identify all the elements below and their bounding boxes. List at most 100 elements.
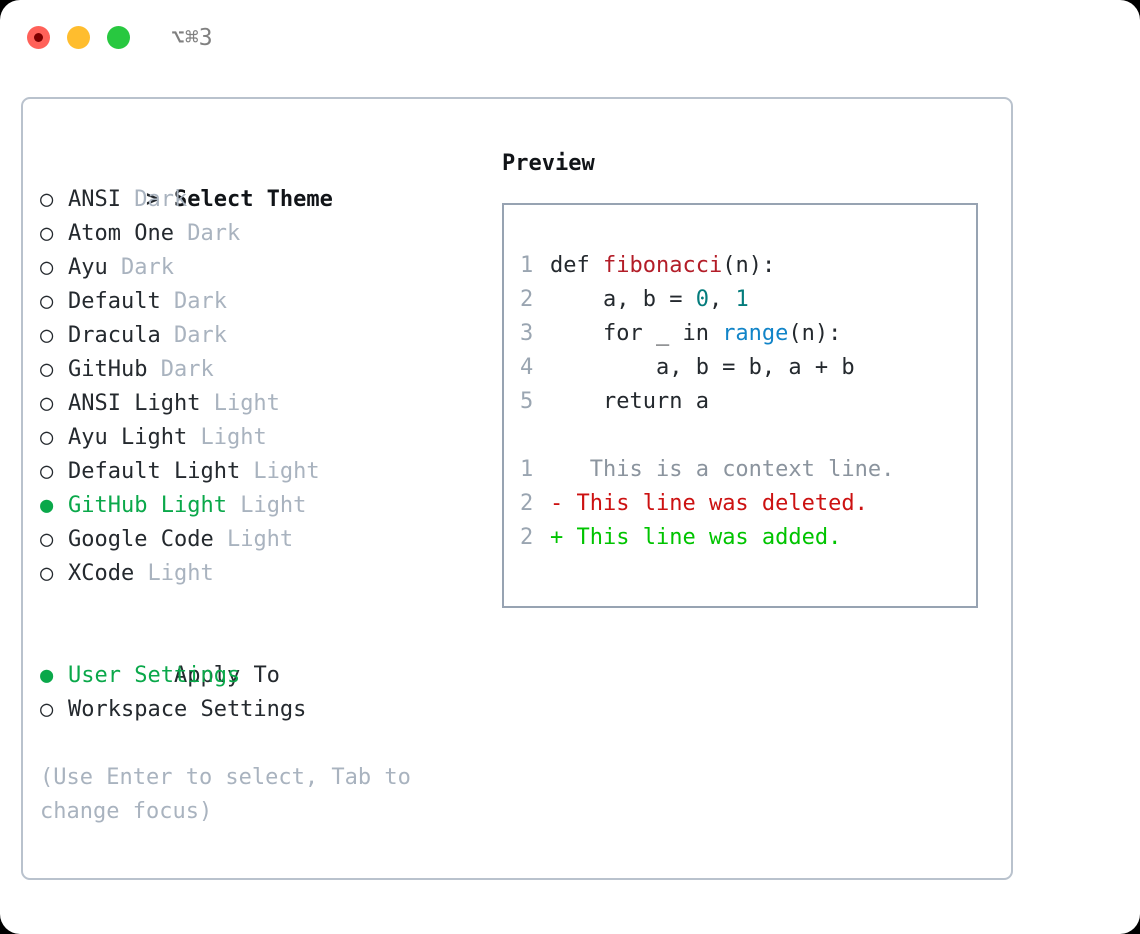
theme-variant-tag: Light <box>226 493 307 518</box>
diff-line-number: 2 <box>520 525 534 550</box>
code-line: 4 a, b = b, a + b <box>520 351 976 385</box>
diff-line-number: 1 <box>520 457 534 482</box>
theme-list-item[interactable]: ○XCode Light <box>40 557 470 591</box>
radio-selected-icon[interactable]: ● <box>40 493 54 518</box>
code-token-plain: , <box>708 287 736 312</box>
radio-unselected-icon[interactable]: ○ <box>40 561 54 586</box>
diff-text: This line was added. <box>563 525 842 550</box>
theme-name-label: Default Light <box>68 459 241 484</box>
theme-name-label: XCode <box>68 561 135 586</box>
code-line: 2 a, b = 0, 1 <box>520 283 976 317</box>
theme-variant-tag: Dark <box>147 357 214 382</box>
radio-unselected-icon[interactable]: ○ <box>40 255 54 280</box>
code-token-plain: a, b = b, a + b <box>550 355 855 380</box>
apply-to-header: ○Apply To <box>40 625 470 688</box>
theme-name-label: Google Code <box>68 527 214 552</box>
diff-text: This line was deleted. <box>563 491 868 516</box>
theme-variant-tag: Light <box>213 527 294 552</box>
theme-list-item[interactable]: ○ Google Code Light <box>40 523 470 557</box>
diff-sample: 1 This is a context line. 2- This line wa… <box>520 453 976 555</box>
code-line-number: 4 <box>520 355 534 380</box>
code-line: 5 return a <box>520 385 976 419</box>
list-spacer <box>40 591 470 625</box>
code-token-number: 1 <box>735 287 749 312</box>
preview-spacer <box>520 419 976 453</box>
theme-variant-tag: Dark <box>160 323 227 348</box>
minimize-window-button[interactable] <box>67 26 90 49</box>
theme-name-label: Ayu <box>68 255 108 280</box>
theme-list-item[interactable]: ○ANSI Dark <box>40 183 470 217</box>
apply-to-list: ● User Settings ○ Workspace Settings <box>40 659 470 727</box>
preview-title: Preview <box>502 151 595 176</box>
radio-unselected-icon[interactable]: ○ <box>40 357 54 382</box>
theme-name-label: GitHub Light <box>68 493 227 518</box>
close-window-button[interactable] <box>27 26 50 49</box>
code-line-number: 3 <box>520 321 534 346</box>
radio-unselected-icon[interactable]: ○ <box>40 187 54 212</box>
diff-line-number: 2 <box>520 491 534 516</box>
radio-unselected-icon[interactable]: ○ <box>40 221 54 246</box>
keyboard-hint-text: (Use Enter to select, Tab to change focu… <box>40 765 425 824</box>
diff-line-context: 1 This is a context line. <box>520 453 976 487</box>
theme-list-item[interactable]: ○ Dracula Dark <box>40 319 470 353</box>
code-token-plain: (n): <box>788 321 842 346</box>
apply-to-option[interactable]: ● User Settings <box>40 659 470 693</box>
select-theme-header-label: Select Theme <box>173 187 333 212</box>
radio-unselected-icon[interactable]: ○ <box>40 289 54 314</box>
theme-name-label: Default <box>68 289 161 314</box>
theme-name-label: Dracula <box>68 323 161 348</box>
title-bar: ⌥⌘3 <box>0 0 1140 76</box>
apply-to-header-label: Apply To <box>173 663 280 688</box>
code-token-plain: def <box>550 253 603 278</box>
apply-to-label: Workspace Settings <box>68 697 307 722</box>
theme-list-column: >Select Theme ○ANSI Dark○Atom One Dark○A… <box>40 149 470 829</box>
radio-unselected-icon[interactable]: ○ <box>40 459 54 484</box>
theme-list-item[interactable]: ○ Ayu Light Light <box>40 421 470 455</box>
theme-list-item[interactable]: ○ Ayu Dark <box>40 251 470 285</box>
theme-variant-tag: Dark <box>107 255 174 280</box>
theme-name-label: GitHub <box>68 357 148 382</box>
radio-unselected-icon[interactable]: ○ <box>40 323 54 348</box>
code-token-plain: a, b = <box>550 287 696 312</box>
theme-list-item[interactable]: ○ Default Dark <box>40 285 470 319</box>
theme-list-item[interactable]: ○ Default Light Light <box>40 455 470 489</box>
theme-variant-tag: Dark <box>160 289 227 314</box>
code-line: 1 def fibonacci(n): <box>520 249 976 283</box>
radio-unselected-icon[interactable]: ○ <box>40 425 54 450</box>
theme-name-label: Atom One <box>68 221 174 246</box>
code-line-number: 1 <box>520 253 534 278</box>
diff-line-added: 2 + This line was added. <box>520 521 976 555</box>
radio-unselected-icon[interactable]: ○ <box>40 391 54 416</box>
code-token-number: 0 <box>695 287 709 312</box>
theme-list-item[interactable]: ○ Atom One Dark <box>40 217 470 251</box>
theme-list-item[interactable]: ● GitHub Light Light <box>40 489 470 523</box>
radio-unselected-icon[interactable]: ○ <box>40 527 54 552</box>
code-line: 3 for _ in range(n): <box>520 317 976 351</box>
window-title-shortcut: ⌥⌘3 <box>171 25 213 51</box>
diff-sign: - <box>550 491 564 516</box>
cursor-caret-icon: > <box>145 187 160 212</box>
theme-variant-tag: Dark <box>173 221 241 246</box>
code-line-number: 2 <box>520 287 534 312</box>
theme-list-item[interactable]: ○ GitHub Dark <box>40 353 470 387</box>
apply-to-option[interactable]: ○ Workspace Settings <box>40 693 470 727</box>
code-line-number: 5 <box>520 389 534 414</box>
theme-variant-tag: Light <box>187 425 267 450</box>
theme-name-label: ANSI Light <box>68 391 201 416</box>
code-token-function: fibonacci <box>602 253 723 278</box>
diff-sign <box>550 457 563 482</box>
radio-unselected-icon[interactable]: ○ <box>40 697 54 722</box>
maximize-window-button[interactable] <box>107 26 130 49</box>
theme-name-label: Ayu Light <box>68 425 188 450</box>
radio-selected-icon[interactable]: ● <box>40 663 54 688</box>
theme-list-item[interactable]: ○ANSI Light Light <box>40 387 470 421</box>
diff-sign: + <box>550 525 564 550</box>
select-theme-header: > Select Theme <box>40 149 470 212</box>
apply-to-label: User Settings <box>68 663 241 688</box>
theme-variant-tag: Light <box>240 459 320 484</box>
code-token-plain: (n): <box>722 253 776 278</box>
theme-list: ○ANSI Dark○Atom One Dark○Ayu Dark○Defaul… <box>40 183 470 591</box>
